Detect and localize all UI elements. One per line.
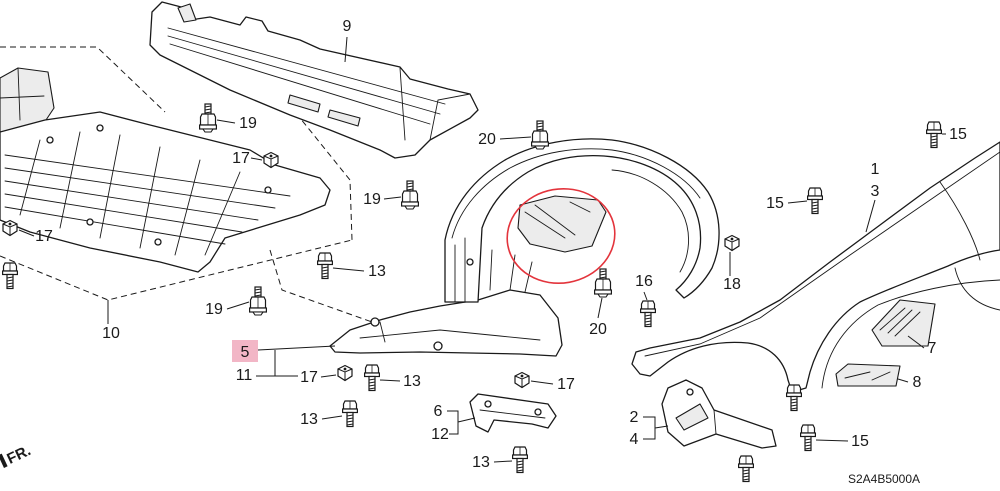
flange-bolt	[342, 400, 358, 428]
callout-19[interactable]: 19	[239, 115, 257, 132]
callout-4[interactable]: 4	[630, 431, 639, 448]
callout-13[interactable]: 13	[300, 411, 318, 428]
callout-19[interactable]: 19	[205, 301, 223, 318]
callout-20[interactable]: 20	[589, 321, 607, 338]
callout-6[interactable]: 6	[434, 403, 443, 420]
front-fender-liner	[329, 138, 720, 357]
flange-bolt	[807, 187, 823, 215]
callout-17[interactable]: 17	[35, 228, 53, 245]
under-cover	[0, 67, 331, 273]
callout-1[interactable]: 1	[871, 161, 880, 178]
callout-11[interactable]: 11	[236, 367, 253, 384]
flange-bolt	[512, 446, 528, 474]
flange-bolt	[800, 424, 816, 452]
callout-13[interactable]: 13	[403, 373, 421, 390]
callout-9[interactable]: 9	[343, 18, 352, 35]
flange-bolt	[640, 300, 656, 328]
flange-bolt	[786, 384, 802, 412]
callout-17[interactable]: 17	[557, 376, 575, 393]
callout-8[interactable]: 8	[913, 374, 922, 391]
callout-15[interactable]: 15	[949, 126, 967, 143]
fender-seal	[871, 299, 936, 347]
callout-17[interactable]: 17	[300, 369, 318, 386]
stud-nut	[249, 286, 267, 316]
callout-13[interactable]: 13	[472, 454, 490, 471]
callouts: 9 19 17 20 15 1 3 19 15 17 13 18 16 10 1…	[35, 18, 967, 471]
callout-15[interactable]: 15	[766, 195, 784, 212]
callout-16[interactable]: 16	[635, 273, 653, 290]
clip	[724, 234, 740, 252]
stud-nut	[594, 268, 612, 298]
fender-pad	[835, 363, 901, 387]
callout-18[interactable]: 18	[723, 276, 741, 293]
direction-label: FR.	[4, 442, 33, 468]
callout-20[interactable]: 20	[478, 131, 496, 148]
callout-12[interactable]: 12	[431, 426, 449, 443]
leader-lines	[18, 36, 946, 463]
liner-bracket	[469, 393, 557, 433]
direction-arrow-icon	[0, 453, 8, 468]
callout-17[interactable]: 17	[232, 150, 250, 167]
callout-3[interactable]: 3	[871, 183, 880, 200]
clip	[514, 371, 530, 389]
annotation-circle	[506, 187, 616, 285]
flange-bolt	[364, 364, 380, 392]
flange-bolt	[926, 121, 942, 149]
stud-nut	[531, 120, 549, 150]
diagram-code: S2A4B5000A	[848, 472, 920, 486]
callout-2[interactable]: 2	[630, 409, 639, 426]
clip	[337, 364, 353, 382]
upper-splash-shield	[149, 1, 479, 159]
selected-callout-highlight	[232, 340, 258, 362]
callout-19[interactable]: 19	[363, 191, 381, 208]
callout-15[interactable]: 15	[851, 433, 869, 450]
front-fender	[631, 141, 1000, 393]
callout-10[interactable]: 10	[102, 325, 120, 342]
stud-nut	[401, 180, 419, 210]
callout-5-selected[interactable]: 5	[241, 344, 250, 361]
fender-bracket	[661, 379, 777, 449]
stud-nut	[199, 103, 217, 133]
callout-7[interactable]: 7	[928, 340, 937, 357]
group-boundary-lines	[0, 46, 373, 323]
flange-bolt	[2, 262, 18, 290]
front-direction-indicator: FR.	[0, 442, 34, 468]
callout-13[interactable]: 13	[368, 263, 386, 280]
flange-bolt	[317, 252, 333, 280]
clip	[2, 219, 18, 237]
flange-bolt	[738, 455, 754, 483]
